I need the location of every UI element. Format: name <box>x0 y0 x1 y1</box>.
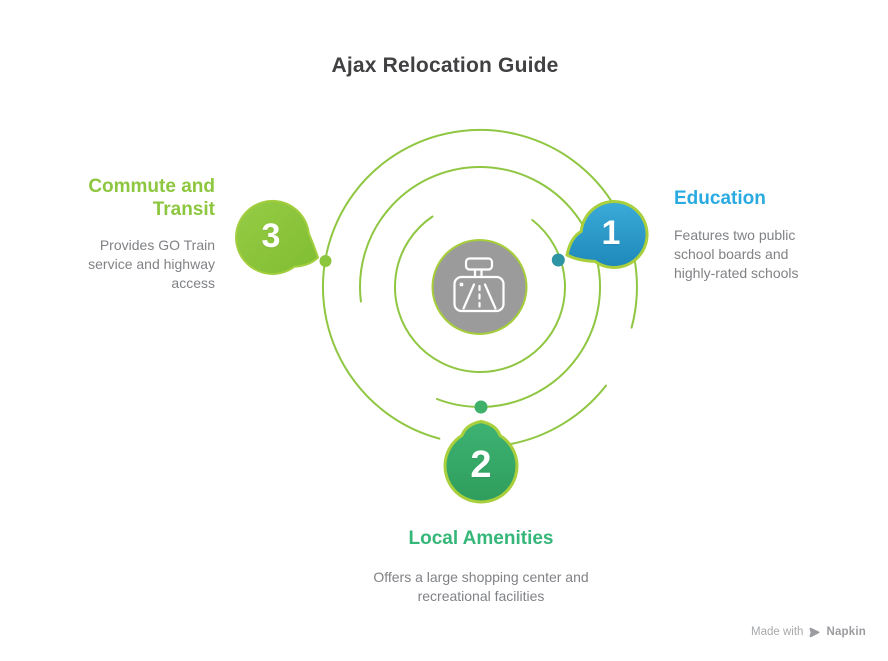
napkin-watermark[interactable]: Made with Napkin <box>751 624 866 640</box>
suitcase-handle-stem <box>473 268 483 279</box>
bubble-3 <box>235 199 319 275</box>
bubble-number-1: 1 <box>601 213 621 252</box>
connector-dot-3 <box>319 255 332 267</box>
bubble-1 <box>565 200 649 269</box>
bubble-2 <box>443 420 519 504</box>
road-left-edge <box>462 283 476 310</box>
napkin-brand-text: Napkin <box>826 626 866 638</box>
orbit-arc-outer-lower-right <box>509 384 608 446</box>
item-education: Education Features two public school boa… <box>674 188 824 283</box>
page-title: Ajax Relocation Guide <box>331 54 559 77</box>
suitcase-road-icon <box>453 257 505 313</box>
connector-dot-1 <box>551 253 565 267</box>
made-with-text: Made with <box>751 626 804 638</box>
icon-dot <box>459 282 464 287</box>
item-commute-and-transit: Commute and Transit Provides GO Train se… <box>55 176 215 293</box>
item-label: Commute and Transit <box>88 176 215 220</box>
orbit-arc-inner <box>393 215 566 373</box>
item-description: Features two public school boards and hi… <box>674 226 799 281</box>
item-description: Provides GO Train service and highway ac… <box>88 236 215 291</box>
road-right-edge <box>483 283 497 310</box>
orbit-rings <box>321 128 638 446</box>
item-local-amenities: Local Amenities Offers a large shopping … <box>361 528 601 606</box>
bubble-number-2: 2 <box>470 443 492 486</box>
connector-dot-2 <box>474 400 488 414</box>
suitcase-body <box>453 275 505 313</box>
suitcase-handle-cap <box>464 257 494 271</box>
napkin-logo-icon <box>810 627 821 637</box>
item-description: Offers a large shopping center and recre… <box>373 568 589 604</box>
item-label: Education <box>674 188 766 209</box>
item-label: Local Amenities <box>408 528 554 549</box>
bubble-number-3: 3 <box>261 216 281 255</box>
orbit-arc-middle <box>359 166 601 408</box>
